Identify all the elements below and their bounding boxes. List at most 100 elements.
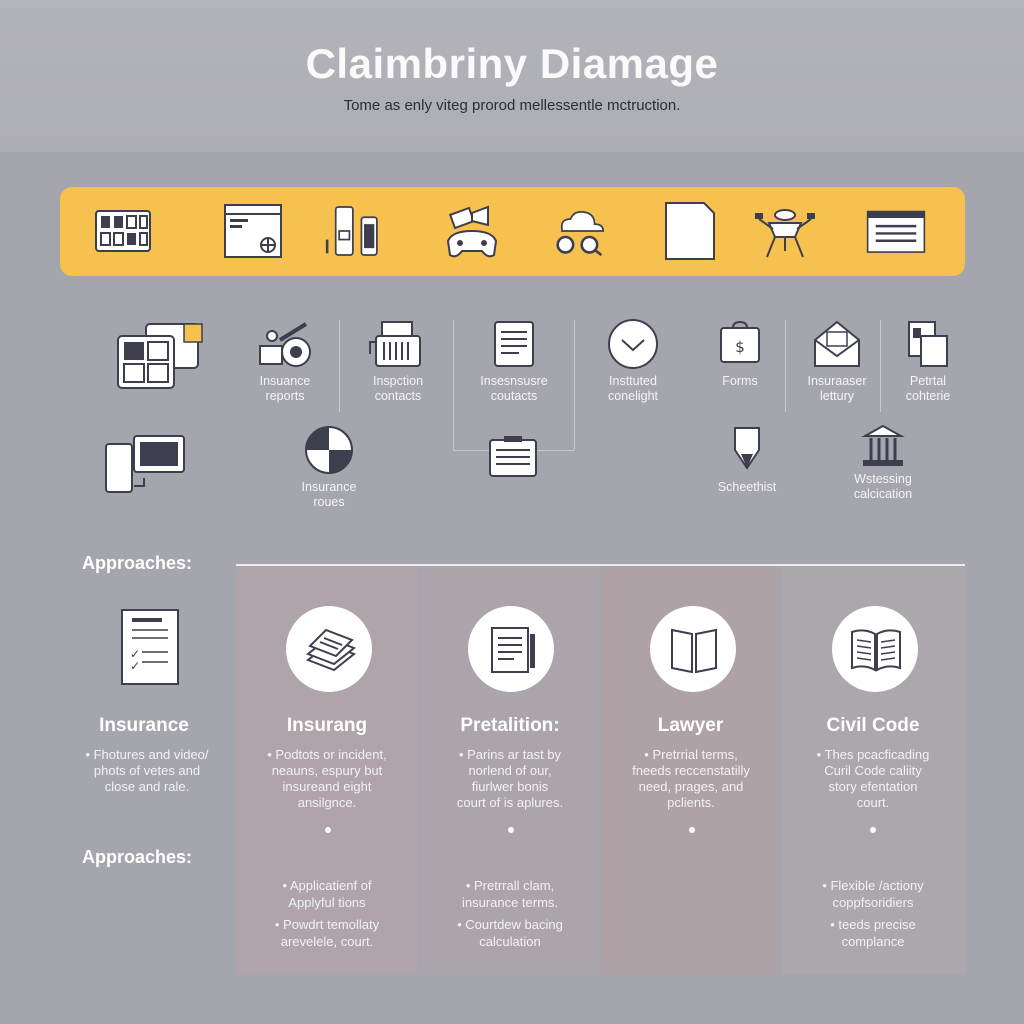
newspaper-stack-icon — [306, 628, 356, 672]
approach-line: • Applicatienf of — [282, 878, 372, 893]
section-divider — [236, 564, 965, 566]
svg-text:✓: ✓ — [130, 659, 140, 673]
devices-sync-icon — [105, 435, 185, 493]
drone-icon[interactable] — [755, 201, 815, 261]
grid-icon[interactable] — [93, 201, 153, 261]
body-line: fneeds reccenstatilly — [632, 763, 750, 778]
approach-line: • Pretrrall clam, — [465, 878, 555, 893]
body-line: neauns, espury but — [271, 763, 383, 778]
body-line: pclients. — [667, 795, 715, 810]
category-label: Petrtal — [909, 374, 947, 388]
column-title: Insurance — [99, 715, 189, 736]
bullet-dot — [870, 827, 876, 833]
category-insurance-lettury[interactable]: Insuraaser lettury — [796, 318, 878, 404]
body-line: fiurlwer bonis — [471, 779, 549, 794]
approach-line: Applyful tions — [288, 895, 366, 910]
column-icon-civil-code — [832, 606, 918, 692]
approach-line: insurance terms. — [461, 895, 559, 910]
body-line: • Parins ar tast by — [458, 747, 562, 762]
body-line: • Fhotures and video/ — [85, 747, 209, 762]
separator — [785, 320, 786, 412]
column-title: Civil Code — [826, 715, 920, 736]
schedule-icon — [734, 427, 760, 470]
insurance-contacts-icon — [494, 321, 534, 367]
column-icon-insurang — [286, 606, 372, 692]
category-label: coutacts — [490, 389, 538, 403]
column-body: • Fhotures and video/ phots of vetes and… — [72, 747, 222, 795]
forms-icon: $ — [720, 320, 760, 363]
photo-grid-icon — [117, 323, 203, 389]
approaches-label: Approaches: — [82, 553, 193, 573]
category-label: conelight — [607, 389, 659, 403]
separator — [880, 320, 881, 412]
category-forms[interactable]: $ Forms — [700, 318, 780, 389]
svg-text:$: $ — [735, 338, 745, 356]
header: Claimbriny Diamage Tome as enly viteg pr… — [0, 0, 1024, 152]
mobile-devices-icon[interactable] — [322, 201, 382, 261]
category-label: contacts — [374, 389, 422, 403]
body-line: need, prages, and — [638, 779, 744, 794]
category-instituted-conelight[interactable]: Insttuted conelight — [586, 318, 680, 404]
column-title: Lawyer — [657, 715, 724, 736]
column-body: • Podtots or incident, neauns, espury bu… — [242, 747, 412, 811]
approach-item: • Pretrrall clam, insurance terms. — [424, 877, 596, 911]
category-label: Insttuted — [609, 374, 657, 388]
approaches-label-2: Approaches: — [82, 847, 193, 867]
category-label: Insuraaser — [807, 374, 867, 388]
browser-window-icon[interactable] — [222, 201, 282, 261]
body-line: insureand eight — [282, 779, 372, 794]
body-line: • Pretrrial terms, — [644, 747, 738, 762]
page-title: Claimbriny Diamage — [305, 40, 719, 87]
page-subtitle: Tome as enly viteg prorod mellessentle m… — [343, 97, 681, 114]
category-label: roues — [313, 495, 345, 509]
category-petrtal-cohterie[interactable]: Petrtal cohterie — [890, 318, 966, 404]
body-line: • Podtots or incident, — [267, 747, 387, 762]
approach-item: • Courtdew bacing calculation — [424, 916, 596, 950]
body-line: court. — [856, 795, 890, 810]
approach-line: • Courtdew bacing — [457, 917, 563, 932]
cloud-search-icon[interactable] — [550, 201, 610, 261]
column-title: Insurang — [286, 715, 368, 736]
svg-text:✓: ✓ — [130, 647, 140, 661]
approach-line: complance — [841, 934, 905, 949]
gamepad-camera-icon[interactable] — [442, 201, 502, 261]
category-insurance-routes[interactable]: Insurance roues — [282, 424, 376, 510]
category-insurance-reports[interactable]: Insuance reports — [238, 318, 332, 404]
body-line: story efentation — [828, 779, 918, 794]
category-label: Insurance — [301, 480, 357, 494]
category-courthouse[interactable]: Wstessing calcication — [836, 422, 930, 502]
bullet-dot — [508, 827, 514, 833]
category-label: Forms — [722, 374, 758, 388]
category-label: calcication — [853, 487, 913, 501]
column-title: Pretalition: — [460, 715, 560, 736]
approach-item: • teeds precise complance — [785, 916, 961, 950]
ledger-icon — [489, 436, 537, 477]
approach-line: coppfsoridiers — [832, 895, 914, 910]
category-label: cohterie — [905, 389, 951, 403]
approach-item: • Powdrt temollaty arevelele, court. — [242, 916, 412, 950]
category-label: reports — [265, 389, 305, 403]
insurance-lettury-icon — [814, 320, 860, 367]
calendar-table-icon[interactable] — [866, 201, 926, 261]
category-insurance-contacts[interactable]: Insesnsusre coutacts — [466, 318, 562, 404]
approach-line: • Powdrt temollaty — [274, 917, 380, 932]
courthouse-icon — [861, 424, 905, 466]
separator — [453, 320, 454, 450]
category-label: Inspction — [372, 374, 424, 388]
body-line: phots of vetes and — [93, 763, 201, 778]
body-line: norlend of our, — [468, 763, 552, 778]
category-schedule[interactable]: Scheethist — [704, 424, 790, 495]
category-label: Wstessing — [854, 472, 912, 486]
bullet-dot — [325, 827, 331, 833]
column-icon-insurance: ✓ ✓ — [104, 608, 190, 694]
body-line: ansilgnce. — [297, 795, 357, 810]
notes-document-icon — [491, 627, 535, 673]
category-label: lettury — [819, 389, 855, 403]
petrtal-cohterie-icon — [908, 321, 948, 367]
icon-toolbar — [60, 187, 965, 276]
document-icon[interactable] — [660, 201, 720, 261]
column-body: • Pretrrial terms, fneeds reccenstatilly… — [606, 747, 776, 811]
category-inspection-contacts[interactable]: Inspction contacts — [350, 318, 446, 404]
insurance-reports-icon — [259, 322, 311, 367]
approach-line: calculation — [479, 934, 541, 949]
